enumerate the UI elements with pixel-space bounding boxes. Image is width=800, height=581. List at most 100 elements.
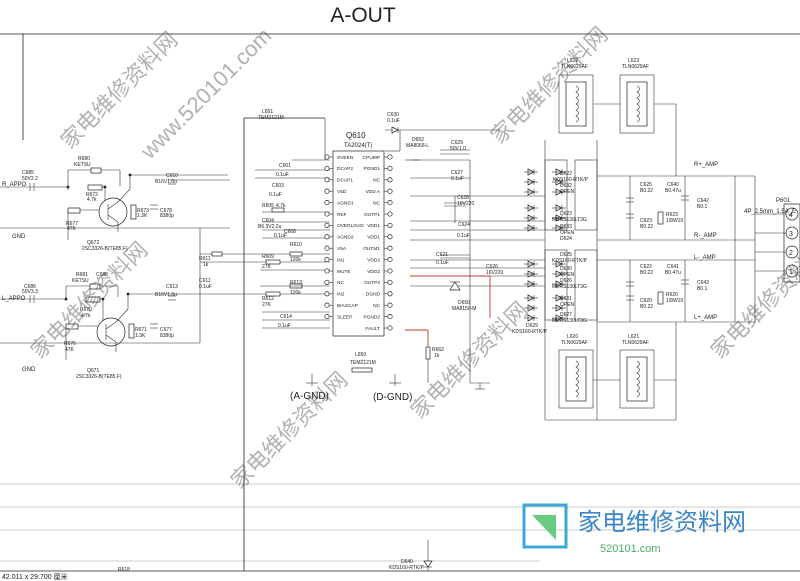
watermark: 家电维修资料网 www.520101.com 家电维修资料网 家电维修资料网 家… (26, 22, 800, 494)
ic-pin-label: OVERLOAD (337, 223, 364, 229)
watermark-text-4: 家电维修资料网 (406, 297, 533, 424)
c686-value: 50V3.3 (22, 289, 38, 295)
r611-value: 1k (203, 262, 209, 268)
c608-label: C608 (284, 229, 296, 235)
r673-value: 1.3K (137, 213, 148, 219)
d633-value: OPEN (560, 230, 575, 236)
r680-label: R680 (78, 156, 90, 162)
c620-value: B0.22 (640, 304, 653, 310)
ic-pin-label: VDD1 (367, 235, 380, 241)
ic-pin-label: DCAP2 (337, 166, 353, 172)
r670-value: 4.7k (81, 313, 91, 319)
ic-left-network: R611 1k C611 0.1uF R609 27K R610 120k R6… (199, 109, 330, 343)
output-filter-block: D622 KDS160-RTK/P D632 OPEN D623 MBRS130… (512, 140, 756, 421)
d627-value: MBRS130LT3G (552, 318, 587, 324)
c677-label: C677 (160, 327, 172, 333)
ic-pin-pad (387, 211, 393, 217)
d630-value: OPEN (560, 272, 575, 278)
c601-label: C601 (279, 163, 291, 169)
d627-label: D627 (560, 312, 572, 318)
d650-label: D650 (458, 300, 470, 306)
c610-value: B16V1.0u (155, 179, 177, 185)
c626-label: C626 (486, 264, 498, 270)
ic-pin-pad (387, 291, 393, 297)
ic-pin-label: AGND2 (337, 235, 354, 241)
c642-value: B0.1 (697, 204, 708, 210)
page-title: A-OUT (330, 4, 396, 27)
ic-pin-pad (324, 302, 330, 308)
paper-size-label: 42.011 x 29.700 厘米 (2, 572, 68, 581)
c604-label: C604 (262, 218, 274, 224)
r673-label: R673 (137, 208, 149, 214)
ic-pin-pad (387, 268, 393, 274)
c623-label: C623 (640, 218, 652, 224)
d640-value: KDS160-RTK/P (389, 565, 425, 571)
c620-label: C620 (640, 298, 652, 304)
c613-value: B16V1.0u (155, 292, 177, 298)
c604-value: B6.3V2.2u (258, 224, 282, 230)
c608-value: 0.1uF (274, 233, 287, 239)
inductors: L622 TLN0629AF L623 TLN0629AF L620 TLN06… (558, 58, 677, 420)
r672-value: 4.7k (87, 197, 97, 203)
inductor-l623: L623 TLN0629AF (619, 58, 655, 134)
l622-value: TLN0629AF (561, 64, 588, 70)
l620-label: L620 (567, 334, 578, 340)
ic-pin-pad (324, 268, 330, 274)
ic-pin-pad (324, 154, 330, 160)
r671-label: R671 (135, 327, 147, 333)
bottom-area: D640 KDS160-RTK/P R618 42.011 x 29.700 厘… (2, 540, 433, 581)
ic-pin-pad (324, 177, 330, 183)
ic-right-network: C630 0.1uF D652 MA8068-L C629 50V1.0 C62… (324, 112, 545, 390)
ic-pin-pad (387, 302, 393, 308)
ic-pin-label: NC (373, 200, 380, 206)
d629-label: D629 (526, 323, 538, 329)
d626-label: D626 (560, 278, 572, 284)
ic-pin-label: VDD2 (367, 257, 380, 263)
ic-ref-label: Q610 (346, 131, 366, 140)
gnd-label-1: GND (12, 234, 26, 240)
ic-pin-label: DCAP1 (337, 178, 353, 184)
p601-pin-3: 3 (789, 231, 793, 238)
ic-pin-label: PGND2 (363, 314, 380, 320)
l651-label: L651 (262, 109, 273, 115)
d632-value: OPEN (560, 189, 575, 195)
c643-label: C643 (697, 280, 709, 286)
r677-label: R677 (66, 221, 78, 227)
inductor-l621: L621 TLN0629AF (619, 334, 655, 409)
c677-value: 8380p (160, 333, 174, 339)
r662-value: 1k (434, 353, 440, 359)
ic-pin-label: MUTE (337, 269, 351, 275)
r670-label: R670 (80, 307, 92, 313)
r613-value: 120k (290, 290, 301, 296)
ic-pin-label: FAULT (365, 326, 380, 332)
c641-label: C641 (667, 264, 679, 270)
ic-pin-label: NC (373, 178, 380, 184)
d630-label: D630 (560, 266, 572, 272)
ic-pin-pad (387, 314, 393, 320)
c614-value: 0.1uF (278, 323, 291, 329)
c613-label: C613 (166, 284, 178, 290)
ic-pin-label: NC (337, 280, 344, 286)
r605-label: R605 (262, 203, 274, 209)
input-stage-r: C685 50V2.2 R_APPO R680 KETSU R672 4.7k … (0, 156, 230, 252)
ic-pin-pad (387, 177, 393, 183)
c621-value: 0.1uF (436, 260, 449, 266)
ic-pin-pad (324, 188, 330, 194)
ic-pin-pad (387, 325, 393, 331)
ic-pin-pad (387, 165, 393, 171)
r611-label: R611 (199, 256, 211, 262)
c611-value: 0.1uF (199, 284, 212, 290)
r-appo-label: R_APPO (2, 182, 27, 188)
l651-value: TEM2121M (258, 115, 284, 121)
ic-q610: Q610 TA2024(T) SVEENDCAP2DCAP1V5DAGND1RE… (324, 131, 393, 337)
d652-label: D652 (412, 137, 424, 143)
ic-pin-label: VDD A (366, 189, 381, 195)
r671-value: 1.3K (135, 333, 146, 339)
site-logo-url: 520101.com (600, 543, 661, 555)
r618-label: R618 (118, 567, 130, 573)
frame-lines (0, 33, 800, 572)
c685-label: C685 (22, 170, 34, 176)
c611-label: C611 (199, 278, 211, 284)
c629-label: C629 (451, 140, 463, 146)
d622-label: D622 (560, 171, 572, 177)
